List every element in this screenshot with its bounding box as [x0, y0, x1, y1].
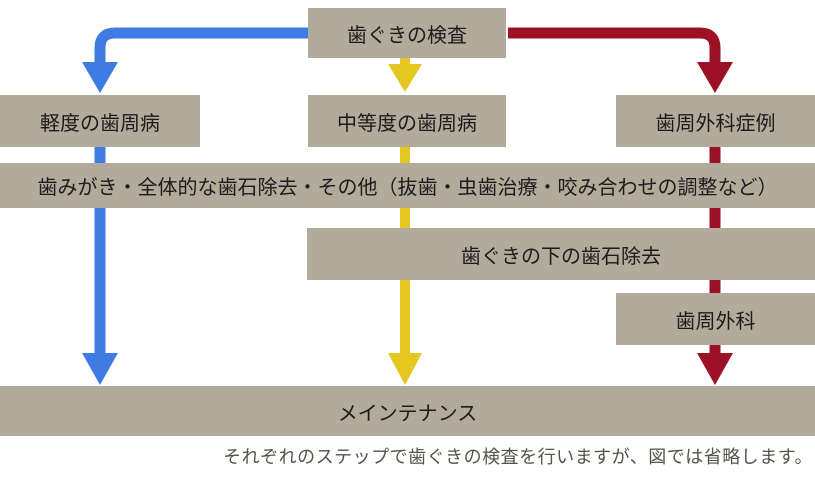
bar-periodontal-surgery: 歯周外科	[616, 293, 815, 345]
bar-maintenance: メインテナンス	[0, 386, 815, 436]
arrowhead-exam-to-moderate	[388, 64, 422, 92]
arrow-exam-to-mild	[94, 27, 308, 64]
arrowhead-exam-to-surgical-case	[697, 62, 733, 93]
node-mild-periodontitis: 軽度の歯周病	[0, 95, 200, 147]
bar-basic-treatment: 歯みがき・全体的な歯石除去・その他（抜歯・虫歯治療・咬み合わせの調整など）	[0, 163, 815, 208]
caption-note: それぞれのステップで歯ぐきの検査を行いますが、図では省略します。	[223, 447, 813, 467]
node-moderate-periodontitis: 中等度の歯周病	[308, 95, 506, 147]
arrowhead-mild-to-maintenance	[82, 353, 118, 385]
node-surgical-case: 歯周外科症例	[616, 95, 815, 147]
node-gum-examination: 歯ぐきの検査	[308, 8, 506, 58]
arrow-exam-to-surgical-case	[508, 27, 721, 64]
arrowhead-exam-to-mild	[82, 62, 118, 93]
bar-subgingival-scaling: 歯ぐきの下の歯石除去	[307, 228, 815, 280]
arrowhead-surgical-to-maintenance	[697, 353, 733, 385]
arrowhead-moderate-to-maintenance	[388, 353, 422, 385]
